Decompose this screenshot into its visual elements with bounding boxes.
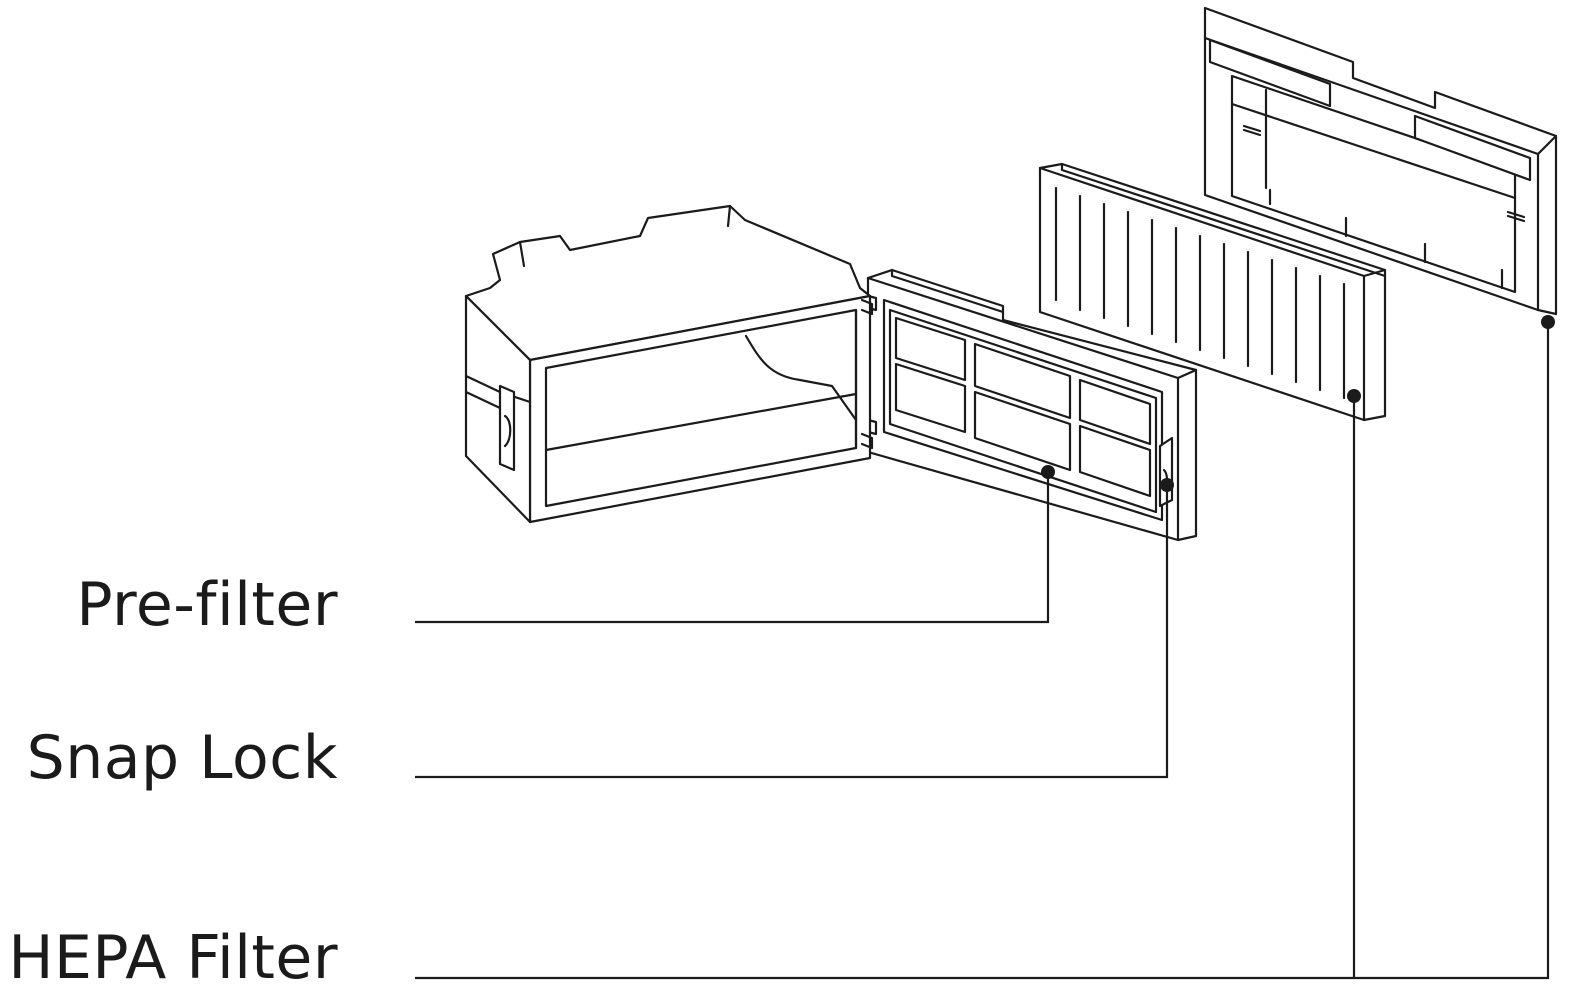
snap-lock-label: Snap Lock <box>26 723 338 793</box>
callout-hepa-filter <box>415 315 1555 980</box>
pre-filter-label: Pre-filter <box>76 570 338 640</box>
pre-filter-frame <box>866 268 1198 542</box>
callout-snap-lock <box>415 478 1174 779</box>
hepa-filter-label: HEPA Filter <box>8 923 338 993</box>
dust-bin-box <box>464 204 874 524</box>
hepa-filter-panel <box>1038 162 1387 422</box>
hepa-filter-frame <box>1203 6 1558 316</box>
callout-pre-filter <box>415 465 1055 624</box>
